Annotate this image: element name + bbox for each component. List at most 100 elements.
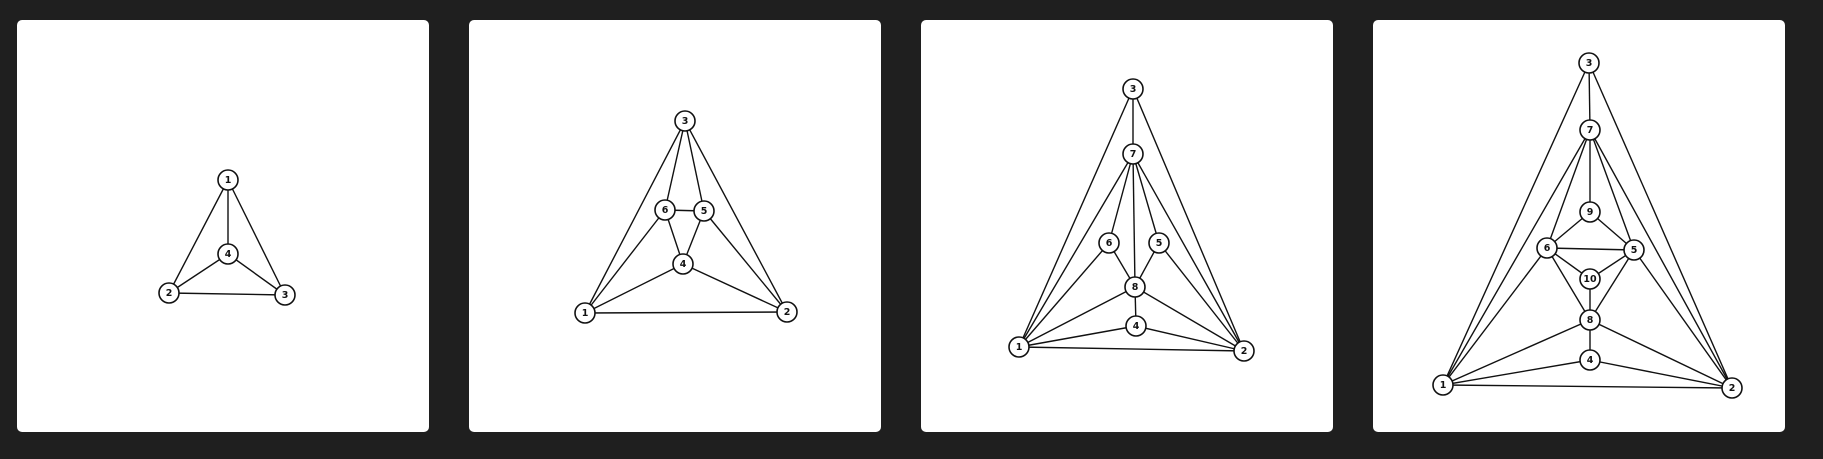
node-circle: [1579, 268, 1601, 290]
edge-2-3: [1588, 62, 1733, 389]
node-circle: [274, 284, 296, 306]
node-2[interactable]: 2: [158, 282, 180, 304]
node-3[interactable]: 3: [1122, 78, 1144, 100]
edge-1-7: [1442, 129, 1591, 386]
node-label: 5: [1156, 238, 1163, 249]
node-label: 7: [1130, 149, 1137, 160]
node-1[interactable]: 1: [1008, 336, 1030, 358]
node-label: 10: [1583, 274, 1597, 285]
edge-1-8: [1018, 286, 1136, 348]
node-circle: [158, 282, 180, 304]
graph-panel-3: 1 2 3 4 5 6 7 8: [921, 20, 1333, 432]
edge-2-5: [703, 210, 788, 313]
node-label: 1: [1440, 380, 1447, 391]
edge-1-4: [1442, 359, 1591, 386]
node-5[interactable]: 5: [1148, 232, 1170, 254]
edge-7-5: [1589, 129, 1635, 251]
node-4[interactable]: 4: [217, 243, 239, 265]
graph-canvas-2: 1 2 3 4 5 6: [574, 110, 798, 324]
node-circle: [1721, 377, 1743, 399]
node-5[interactable]: 5: [693, 200, 715, 222]
edge-6-8: [1546, 247, 1591, 321]
node-label: 2: [784, 307, 791, 318]
edge-1-3: [1018, 88, 1134, 348]
node-circle: [1579, 119, 1601, 141]
node-circle: [1623, 239, 1645, 261]
node-circle: [1148, 232, 1170, 254]
edge-7-5: [1132, 153, 1160, 244]
node-2[interactable]: 2: [776, 301, 798, 323]
node-5[interactable]: 5: [1623, 239, 1645, 261]
node-label: 8: [1587, 315, 1594, 326]
node-8[interactable]: 8: [1124, 276, 1146, 298]
edge-2-4: [1135, 325, 1245, 352]
node-label: 5: [701, 206, 708, 217]
edge-1-2: [584, 311, 788, 314]
node-label: 4: [680, 259, 687, 270]
edge-1-2: [168, 179, 229, 294]
node-6[interactable]: 6: [1098, 232, 1120, 254]
edge-7-6: [1546, 129, 1591, 249]
edge-1-7: [1018, 153, 1134, 348]
node-3[interactable]: 3: [674, 110, 696, 132]
edge-1-2: [1442, 384, 1733, 389]
node-label: 1: [582, 308, 589, 319]
edge-3-6: [664, 120, 686, 211]
graph-panel-2: 1 2 3 4 5 6: [469, 20, 881, 432]
graph-canvas-3: 1 2 3 4 5 6 7 8: [1008, 78, 1255, 362]
node-label: 3: [682, 116, 689, 127]
node-label: 4: [225, 249, 232, 260]
node-4[interactable]: 4: [1125, 315, 1147, 337]
edge-1-6: [1442, 247, 1548, 386]
node-label: 9: [1587, 207, 1594, 218]
node-3[interactable]: 3: [1578, 52, 1600, 74]
node-2[interactable]: 2: [1233, 340, 1255, 362]
node-circle: [1432, 374, 1454, 396]
node-6[interactable]: 6: [654, 199, 676, 221]
edge-2-4: [168, 253, 229, 294]
edge-2-3: [168, 292, 286, 296]
node-1[interactable]: 1: [1432, 374, 1454, 396]
edge-2-4: [1589, 359, 1733, 389]
node-circle: [217, 169, 239, 191]
node-circle: [776, 301, 798, 323]
node-1[interactable]: 1: [217, 169, 239, 191]
edge-7-8: [1132, 153, 1136, 288]
node-label: 3: [1586, 58, 1593, 69]
node-circle: [1233, 340, 1255, 362]
node-label: 1: [1016, 342, 1023, 353]
edge-2-5: [1633, 249, 1733, 389]
edge-2-8: [1589, 319, 1733, 389]
node-label: 2: [1241, 346, 1248, 357]
edge-2-7: [1589, 129, 1733, 389]
edge-2-7: [1132, 153, 1245, 352]
node-circle: [1579, 349, 1601, 371]
node-10[interactable]: 10: [1579, 268, 1601, 290]
node-label: 4: [1587, 355, 1594, 366]
edge-3-5: [684, 120, 705, 212]
node-7[interactable]: 7: [1122, 143, 1144, 165]
node-8[interactable]: 8: [1579, 309, 1601, 331]
edge-1-4: [1018, 325, 1137, 348]
node-label: 2: [166, 288, 173, 299]
node-4[interactable]: 4: [672, 253, 694, 275]
node-circle: [1122, 78, 1144, 100]
edge-6-5: [1546, 247, 1635, 251]
node-label: 1: [225, 175, 232, 186]
node-circle: [1579, 201, 1601, 223]
edge-3-7: [1588, 62, 1591, 131]
node-circle: [217, 243, 239, 265]
node-7[interactable]: 7: [1579, 119, 1601, 141]
node-1[interactable]: 1: [574, 302, 596, 324]
node-circle: [1122, 143, 1144, 165]
node-circle: [1125, 315, 1147, 337]
node-6[interactable]: 6: [1536, 237, 1558, 259]
edge-1-4: [584, 263, 684, 314]
node-4[interactable]: 4: [1579, 349, 1601, 371]
node-label: 4: [1133, 321, 1140, 332]
edge-3-4: [227, 253, 286, 296]
node-3[interactable]: 3: [274, 284, 296, 306]
node-2[interactable]: 2: [1721, 377, 1743, 399]
node-9[interactable]: 9: [1579, 201, 1601, 223]
node-label: 3: [282, 290, 289, 301]
